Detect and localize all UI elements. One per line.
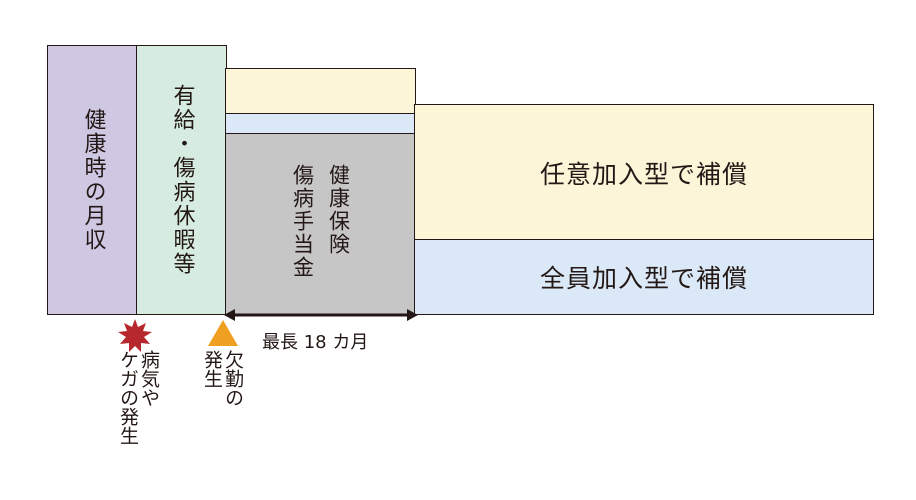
illness-injury-note: 病気や ケガの発生 bbox=[117, 350, 160, 445]
illness-note-line1: 病気や bbox=[138, 350, 160, 407]
duration-arrow bbox=[224, 309, 418, 321]
sickness-allowance-benefit-label: 傷病手当金 bbox=[290, 163, 315, 279]
optional-coverage-block: 任意加入型で補償 bbox=[414, 104, 874, 241]
absence-note-line1: 欠勤の bbox=[222, 350, 244, 407]
illness-note-line2: ケガの発生 bbox=[117, 350, 139, 445]
optional-coverage-label: 任意加入型で補償 bbox=[539, 159, 748, 189]
healthy-income-label: 健康時の月収 bbox=[80, 108, 106, 252]
healthy-income-block: 健康時の月収 bbox=[47, 45, 138, 315]
optional-coverage-strip bbox=[225, 68, 416, 115]
sickness-allowance-label: 健康保険 傷病手当金 bbox=[288, 164, 354, 279]
illness-event-burst-icon bbox=[118, 319, 152, 352]
absence-note-line2: 発生 bbox=[201, 350, 223, 388]
absence-event-triangle-icon bbox=[208, 320, 238, 346]
paid-leave-block: 有給・傷病休暇等 bbox=[136, 45, 227, 315]
all-member-coverage-label: 全員加入型で補償 bbox=[539, 264, 748, 293]
all-member-coverage-strip bbox=[225, 113, 416, 135]
health-insurance-label: 健康保険 bbox=[326, 163, 351, 256]
absence-note: 欠勤の 発生 bbox=[201, 350, 244, 407]
sickness-allowance-block: 健康保険 傷病手当金 bbox=[225, 133, 416, 315]
all-member-coverage-block: 全員加入型で補償 bbox=[414, 239, 874, 315]
duration-label: 最長 18 カ月 bbox=[262, 332, 369, 353]
paid-leave-label: 有給・傷病休暇等 bbox=[169, 84, 195, 276]
